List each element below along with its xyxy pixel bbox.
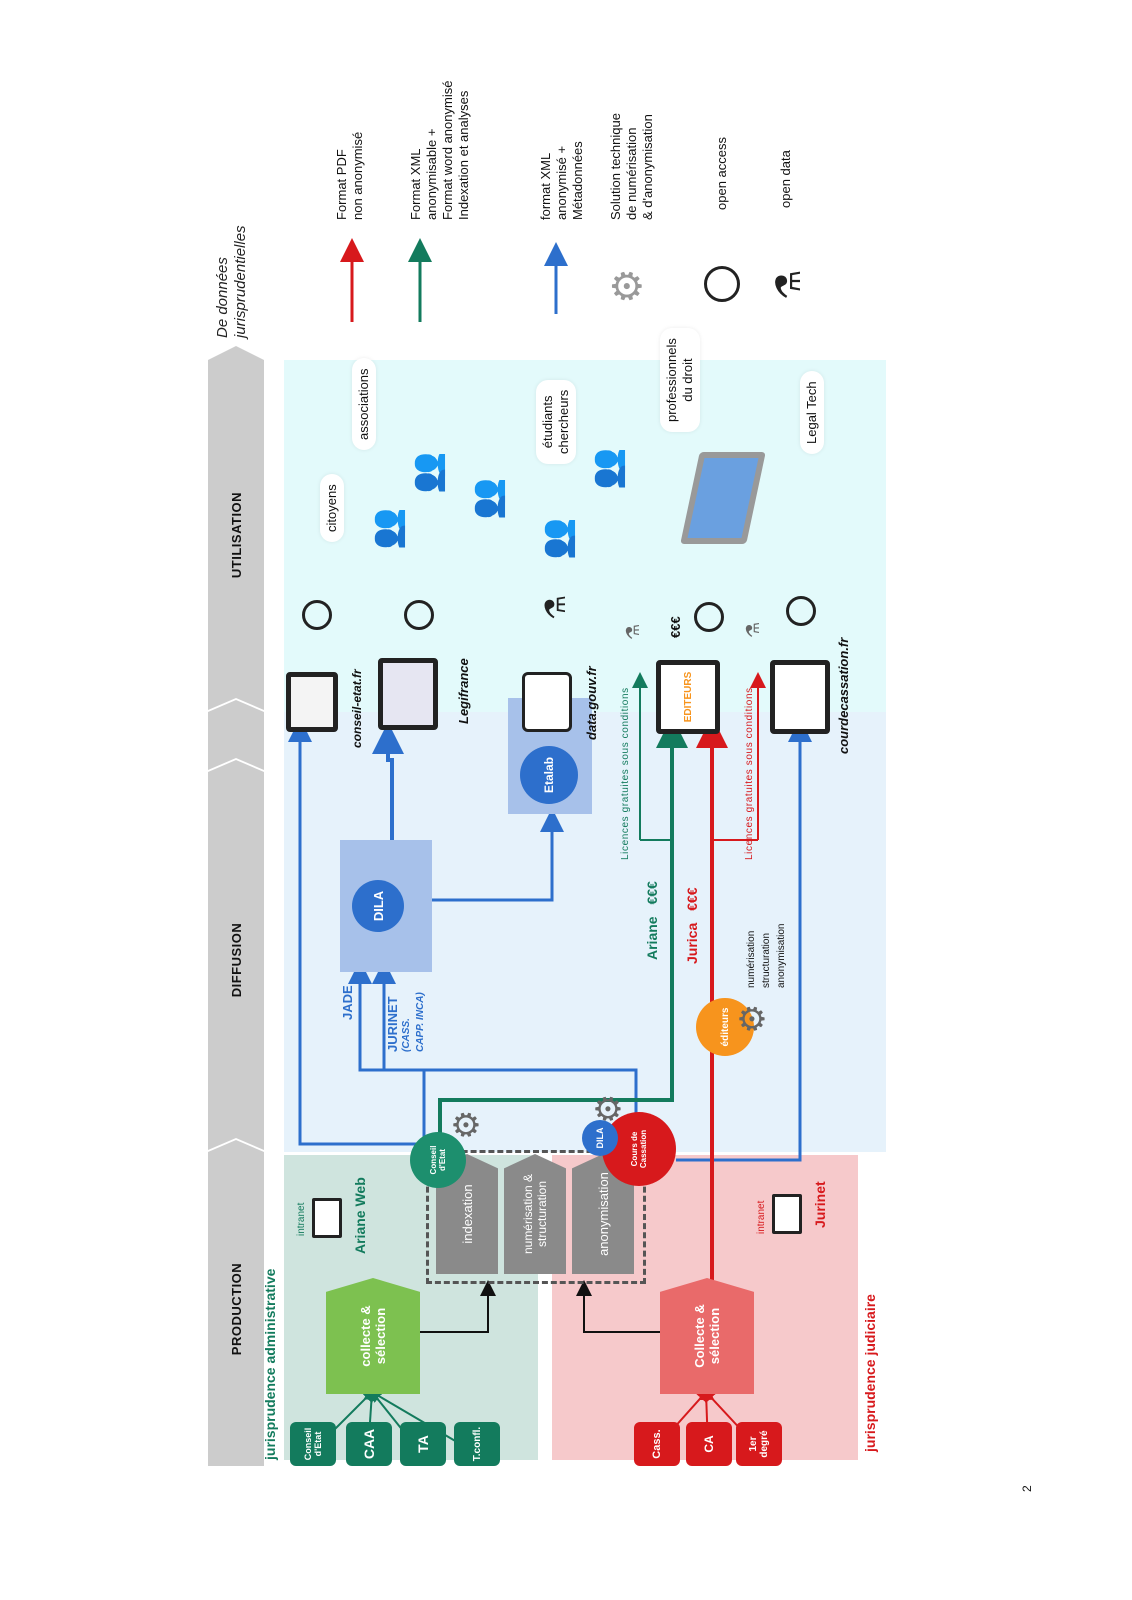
legend-gear-line2: de numérisation: [624, 127, 639, 221]
gear-icon: ⚙: [606, 268, 650, 304]
legend-blue-line1: format XML: [538, 152, 553, 220]
flask-icon: ⚗: [770, 269, 808, 300]
legend-eye-text: open access: [714, 137, 729, 210]
legend-green-text: Format XML anonymisable + Format word an…: [408, 81, 472, 220]
legend-green-line3: Format word anonymisé: [440, 80, 455, 220]
page-number: 2: [1020, 1485, 1034, 1492]
legend-green-line1: Format XML: [408, 148, 423, 220]
legend-green-line2: anonymisable +: [424, 128, 439, 220]
eye-icon: [704, 266, 740, 302]
legend-blue-line2: anonymisé +: [554, 145, 569, 220]
legend-gear-text: Solution technique de numérisation & d'a…: [608, 113, 656, 220]
legend-blue-line3: Métadonnées: [570, 141, 585, 220]
legend-red-line2: non anonymisé: [350, 131, 365, 220]
legend-red-line1: Format PDF: [334, 149, 349, 220]
legend-flask-text: open data: [778, 150, 793, 208]
legend-red-text: Format PDF non anonymisé: [334, 132, 366, 220]
legend-gear-line1: Solution technique: [608, 113, 623, 220]
legend-blue-text: format XML anonymisé + Métadonnées: [538, 141, 586, 220]
legend-gear-line3: & d'anonymisation: [640, 114, 655, 220]
legend-green-line4: Indexation et analyses: [456, 90, 471, 220]
